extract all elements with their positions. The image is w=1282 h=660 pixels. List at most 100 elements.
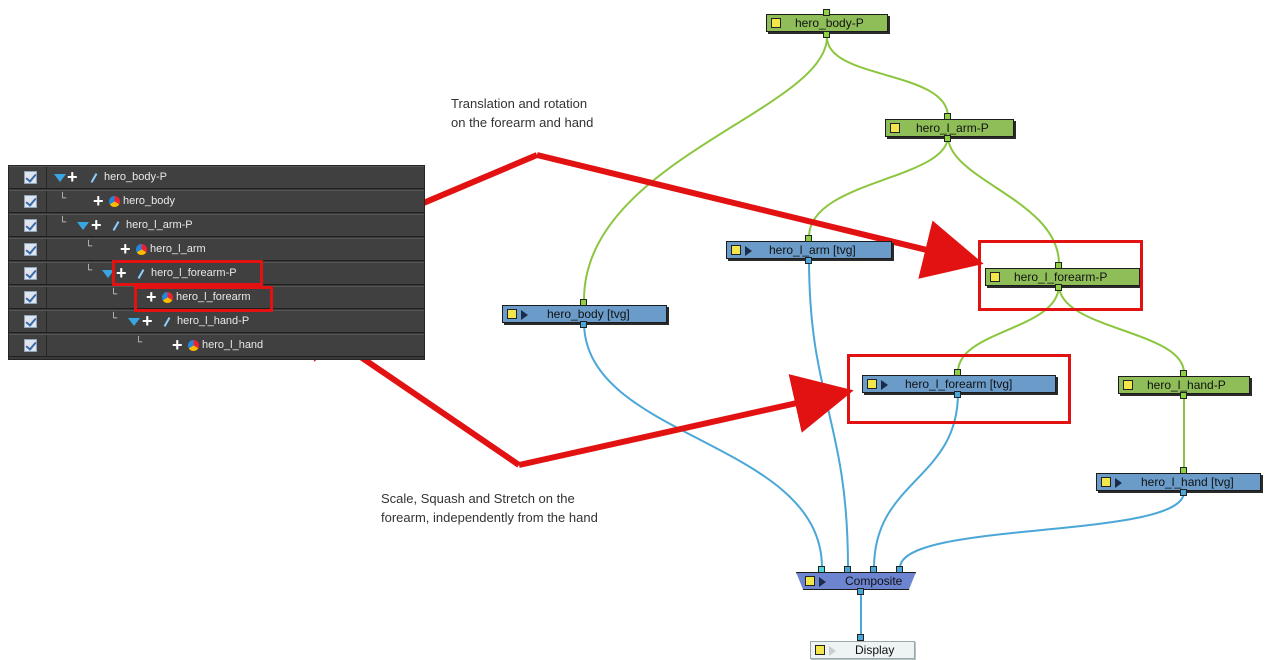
wire-arm-drw-to-composite [808,257,849,569]
input-port[interactable] [954,369,961,376]
drawing-layer-icon [109,196,120,207]
wire-forearm-peg-to-forearm-drw [957,284,1060,373]
input-port[interactable] [818,566,825,573]
wire-body-peg-to-body-drw [583,36,828,301]
hierarchy-elbow: └ [110,289,118,300]
output-port[interactable] [944,135,951,142]
enable-toggle[interactable] [507,309,517,319]
node-display[interactable]: Display [810,641,915,659]
expand-triangle-icon[interactable] [54,174,66,182]
highlight-node-forearm-drawing [847,354,1071,424]
node-hero-l-hand-drawing[interactable]: hero_l_hand [tvg] [1096,473,1261,491]
node-label: hero_l_forearm-P [1014,270,1108,284]
wire-forearm-peg-to-hand-peg [1058,284,1185,374]
play-arrow-icon [881,380,888,390]
annotation-bottom: Scale, Squash and Stretch on the forearm… [381,489,598,527]
hierarchy-elbow: └ [110,313,118,324]
peg-plus-icon: + [91,215,102,235]
output-port[interactable] [823,31,830,38]
node-label: hero_l_arm-P [916,121,989,135]
output-port[interactable] [1055,284,1062,291]
enable-toggle[interactable] [815,645,825,655]
node-label: hero_body [tvg] [547,307,630,321]
drawing-layer-icon [188,340,199,351]
enable-toggle[interactable] [890,123,900,133]
node-label: hero_l_forearm [tvg] [905,377,1013,391]
layer-row-hero-body-p[interactable]: + hero_body-P [9,166,424,189]
input-port[interactable] [823,9,830,16]
play-arrow-icon [745,246,752,256]
enable-toggle[interactable] [805,576,815,586]
enable-toggle[interactable] [731,245,741,255]
layer-row-hero-l-arm-p[interactable]: └ + hero_l_arm-P [9,214,424,237]
output-port[interactable] [580,321,587,328]
node-label: Display [855,643,895,657]
layer-label[interactable]: hero_l_arm-P [126,219,193,231]
wire-hand-drw-to-composite [899,491,1185,569]
layer-row-hero-body[interactable]: └ + hero_body [9,190,424,213]
node-hero-l-arm-peg[interactable]: hero_l_arm-P [885,119,1014,137]
layer-enable-checkbox[interactable] [24,171,37,184]
annotation-line: Scale, Squash and Stretch on the [381,491,575,506]
layer-row-hero-l-hand-p[interactable]: └ + hero_l_hand-P [9,310,424,333]
expand-triangle-icon[interactable] [128,318,140,326]
enable-toggle[interactable] [1101,477,1111,487]
play-arrow-icon [819,577,826,587]
enable-toggle[interactable] [1123,380,1133,390]
layer-label[interactable]: hero_body [123,195,175,207]
layer-label[interactable]: hero_l_forearm [176,291,251,303]
input-port[interactable] [1180,467,1187,474]
input-port[interactable] [944,113,951,120]
drawing-layer-icon [136,244,147,255]
layer-label[interactable]: hero_l_arm [150,243,206,255]
node-composite[interactable]: Composite [796,572,916,590]
input-port[interactable] [580,299,587,306]
layer-enable-checkbox[interactable] [24,219,37,232]
peg-plus-icon: + [93,191,104,211]
layer-enable-checkbox[interactable] [24,315,37,328]
peg-layer-icon [90,173,98,183]
enable-toggle[interactable] [771,18,781,28]
input-port[interactable] [805,235,812,242]
input-port[interactable] [844,566,851,573]
peg-layer-icon [163,317,171,327]
input-port[interactable] [1180,370,1187,377]
layer-enable-checkbox[interactable] [24,243,37,256]
layer-enable-checkbox[interactable] [24,195,37,208]
highlight-layer-forearm-p [112,260,263,286]
input-port[interactable] [857,634,864,641]
output-port[interactable] [954,391,961,398]
layer-row-hero-l-arm[interactable]: └ + hero_l_arm [9,238,424,261]
node-hero-body-peg[interactable]: hero_body-P [766,14,888,32]
expand-triangle-icon[interactable] [102,270,114,278]
layer-enable-checkbox[interactable] [24,339,37,352]
peg-plus-icon: + [120,239,131,259]
output-port[interactable] [1180,392,1187,399]
layer-enable-checkbox[interactable] [24,291,37,304]
enable-toggle[interactable] [867,379,877,389]
output-port[interactable] [805,257,812,264]
hierarchy-elbow: └ [59,193,67,204]
layer-label[interactable]: hero_body-P [104,171,167,183]
input-port[interactable] [896,566,903,573]
layer-enable-checkbox[interactable] [24,267,37,280]
enable-toggle[interactable] [990,272,1000,282]
annotation-line: forearm, independently from the hand [381,510,598,525]
peg-plus-icon: + [172,335,183,355]
input-port[interactable] [870,566,877,573]
node-label: hero_body-P [795,16,864,30]
expand-triangle-icon[interactable] [77,222,89,230]
node-label: hero_l_hand [tvg] [1141,475,1234,489]
layer-row-hero-l-hand[interactable]: └ + hero_l_hand [9,334,424,357]
peg-layer-icon [112,221,120,231]
layer-label[interactable]: hero_l_hand [202,339,264,351]
arrow-bottom-to-node-forearm [518,374,854,468]
output-port[interactable] [857,588,864,595]
layer-label[interactable]: hero_l_hand-P [177,315,250,327]
layer-label[interactable]: hero_l_forearm-P [151,267,237,279]
output-port[interactable] [1180,489,1187,496]
play-arrow-icon [829,646,836,656]
node-hero-l-forearm-peg[interactable]: hero_l_forearm-P [985,268,1140,286]
hierarchy-elbow: └ [85,241,93,252]
input-port[interactable] [1055,262,1062,269]
